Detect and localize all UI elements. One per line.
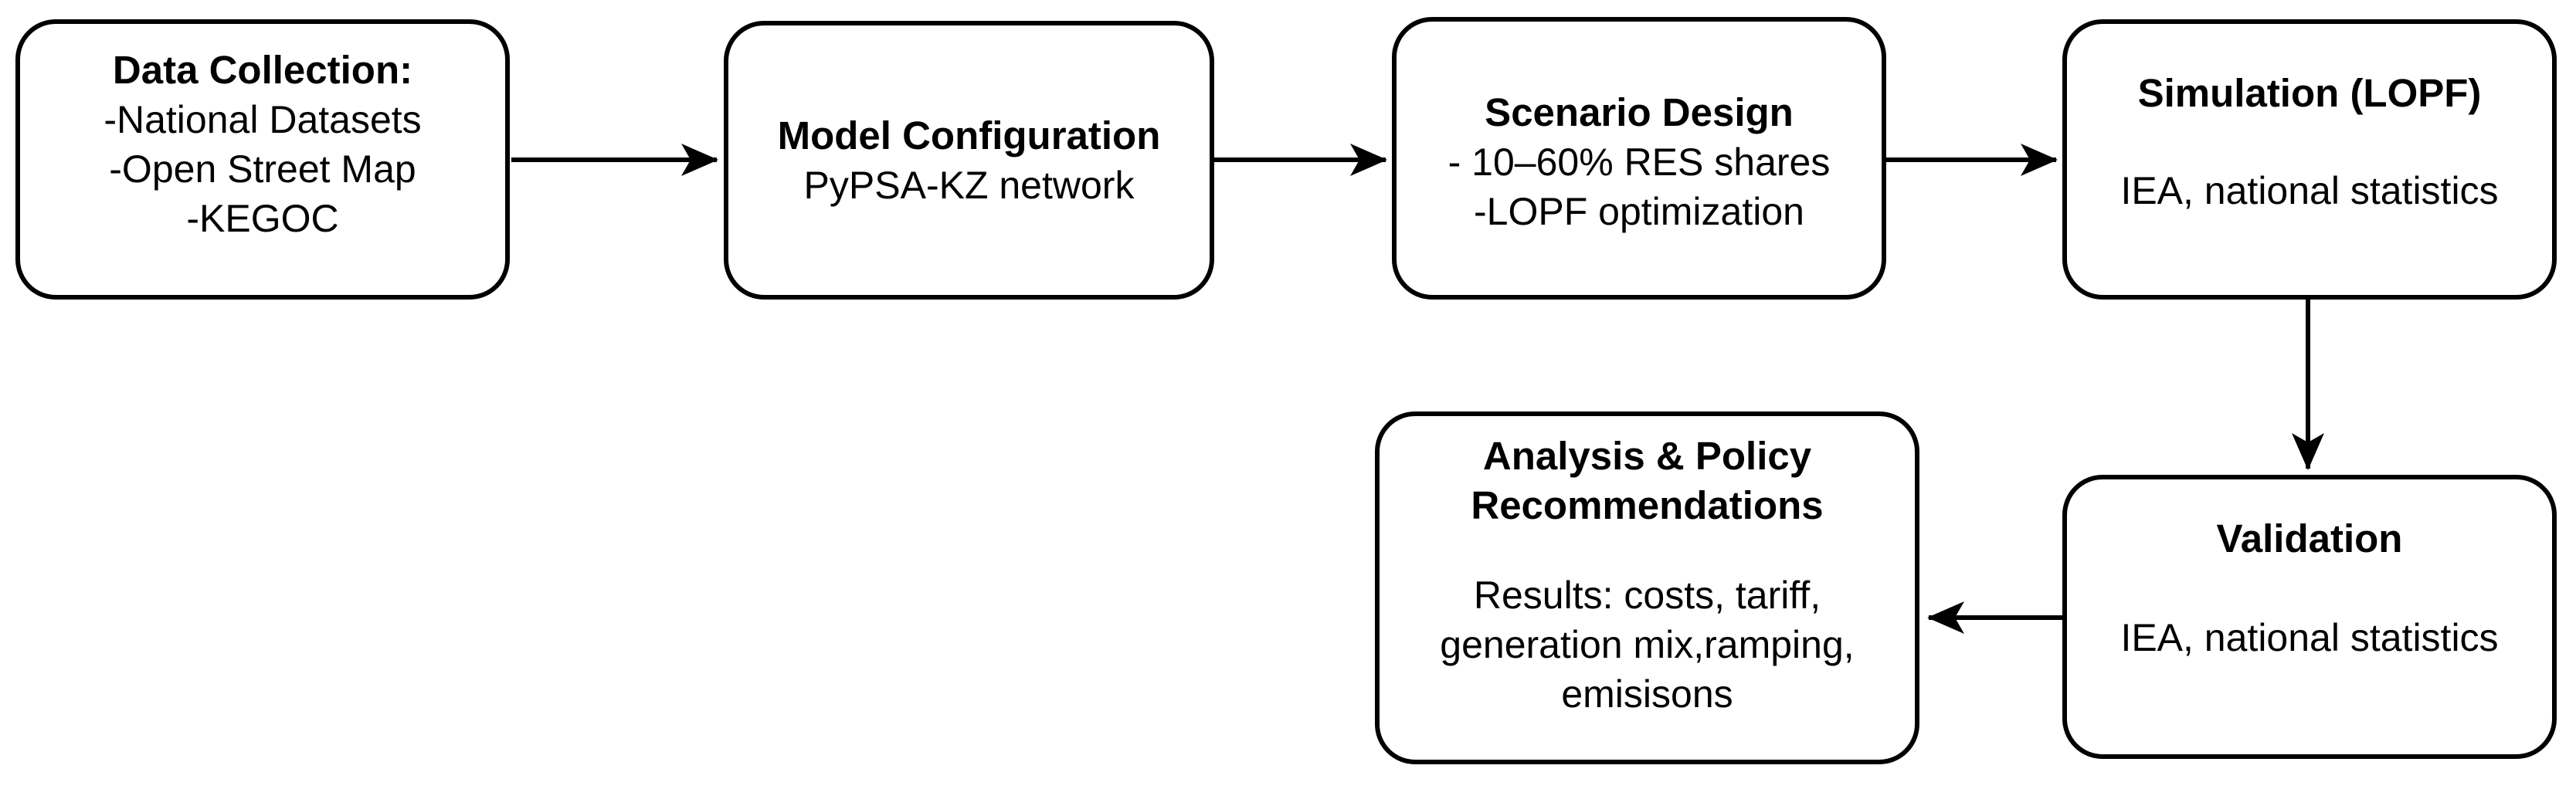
node-validation-title: Validation <box>2216 516 2403 560</box>
node-validation-body: IEA, national statistics <box>2120 616 2499 659</box>
node-model-configuration-title: Model Configuration <box>777 113 1161 157</box>
node-simulation-lopf-title: Simulation (LOPF) <box>2137 71 2482 115</box>
node-simulation-lopf: Simulation (LOPF) IEA, national statisti… <box>2062 19 2557 300</box>
node-data-collection-title: Data Collection: <box>112 48 413 92</box>
node-model-configuration: Model Configuration PyPSA-KZ network <box>724 21 1214 300</box>
node-simulation-lopf-body: IEA, national statistics <box>2120 169 2499 212</box>
node-scenario-design-line-1: - 10–60% RES shares <box>1448 141 1831 184</box>
node-data-collection-line-2: -Open Street Map <box>109 147 416 191</box>
node-scenario-design-title: Scenario Design <box>1485 90 1794 134</box>
node-analysis-policy-recommendations: Analysis & Policy Recommendations Result… <box>1375 411 1919 764</box>
node-data-collection-line-1: -National Datasets <box>104 98 422 141</box>
node-analysis-policy-recommendations-title: Analysis & Policy Recommendations <box>1471 434 1824 527</box>
node-model-configuration-line-1: PyPSA-KZ network <box>803 163 1135 207</box>
node-analysis-policy-recommendations-body: Results: costs, tariff, generation mix,r… <box>1440 574 1855 716</box>
node-data-collection: Data Collection: -National Datasets -Ope… <box>15 19 510 300</box>
node-scenario-design-line-2: -LOPF optimization <box>1474 190 1804 233</box>
node-data-collection-line-3: -KEGOC <box>186 197 339 240</box>
node-validation: Validation IEA, national statistics <box>2062 475 2557 759</box>
node-scenario-design: Scenario Design - 10–60% RES shares -LOP… <box>1392 17 1886 300</box>
